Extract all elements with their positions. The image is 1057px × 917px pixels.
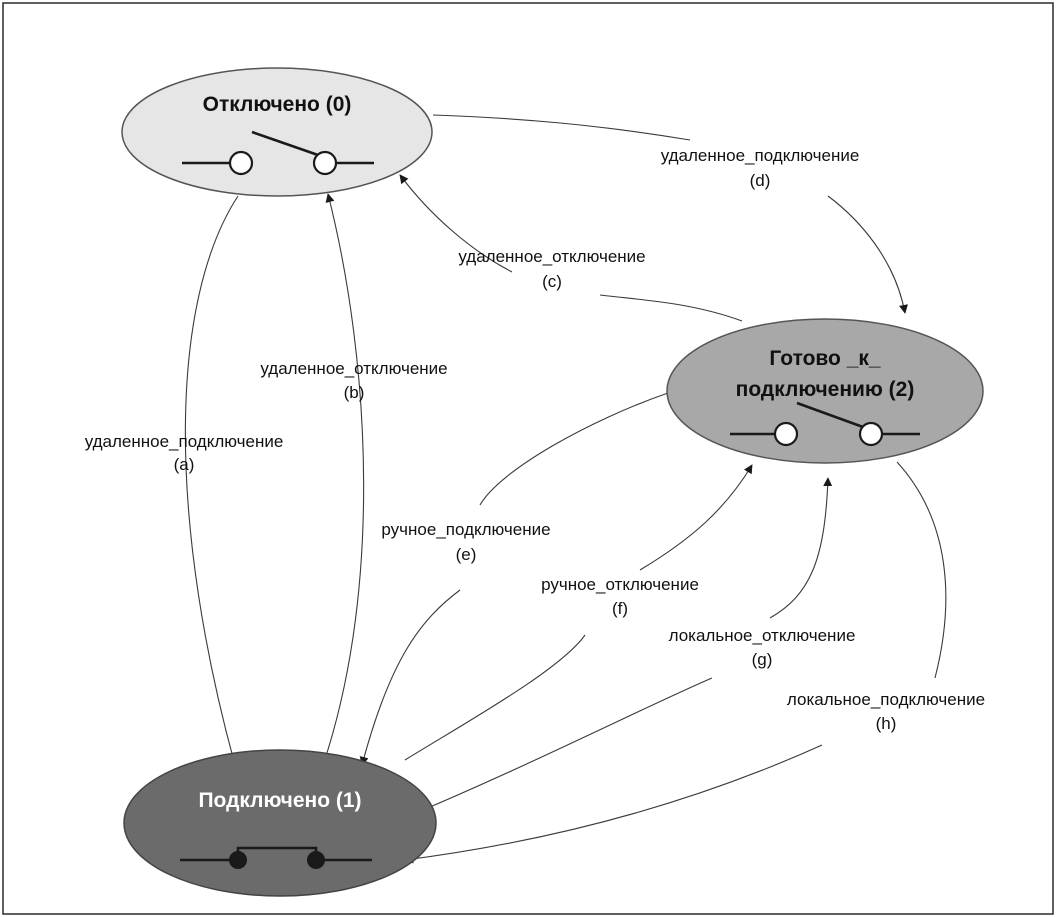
state-disconnected-title: Отключено (0) [203, 93, 352, 116]
edge-f-id: (f) [612, 599, 628, 618]
open-switch-icon [730, 401, 920, 447]
edge-a-id: (a) [174, 455, 195, 474]
open-switch-icon [182, 130, 374, 176]
edge-b-label: удаленное_отключение (b) [260, 359, 447, 402]
state-connected: Подключено (1) [123, 749, 437, 897]
edge-c-label: удаленное_отключение (c) [458, 247, 645, 291]
edge-d-name: удаленное_подключение [661, 146, 860, 165]
edge-b-id: (b) [344, 383, 365, 402]
edge-f-label: ручное_отключение (f) [541, 575, 699, 618]
edge-g [429, 478, 828, 808]
edge-c-id: (c) [542, 272, 562, 291]
edge-f-name: ручное_отключение [541, 575, 699, 594]
edge-a [184, 195, 243, 784]
edge-e-name: ручное_подключение [381, 520, 550, 539]
edge-e [362, 392, 669, 765]
edge-a-name: удаленное_подключение [85, 432, 284, 451]
edge-g-name: локальное_отключение [669, 626, 856, 645]
edge-h-name: локальное_подключение [787, 690, 985, 709]
state-disconnected-ellipse [121, 67, 433, 197]
edge-e-id: (e) [456, 545, 477, 564]
state-connected-title: Подключено (1) [198, 789, 361, 812]
edge-d-id: (d) [750, 171, 771, 190]
edge-f [404, 465, 752, 761]
state-ready-title-line2: подключению (2) [736, 378, 915, 401]
state-connected-ellipse [123, 749, 437, 897]
edge-g-label: локальное_отключение (g) [669, 626, 856, 669]
edge-d [432, 114, 905, 313]
state-disconnected: Отключено (0) [121, 67, 433, 197]
edge-h [405, 461, 947, 860]
edge-h-label: локальное_подключение (h) [787, 690, 985, 733]
edge-b [315, 193, 365, 786]
closed-switch-icon [180, 846, 372, 869]
edge-a-label: удаленное_подключение (a) [85, 432, 284, 474]
state-ready-title-line1: Готово _к_ [769, 347, 880, 370]
edge-b-name: удаленное_отключение [260, 359, 447, 378]
edge-h-id: (h) [876, 714, 897, 733]
edge-c-name: удаленное_отключение [458, 247, 645, 266]
edge-g-id: (g) [752, 650, 773, 669]
edge-d-label: удаленное_подключение (d) [661, 146, 860, 190]
edge-e-label: ручное_подключение (e) [381, 520, 550, 564]
state-ready: Готово _к_ подключению (2) [666, 318, 984, 464]
edge-c [400, 175, 743, 322]
state-ready-ellipse [666, 318, 984, 464]
